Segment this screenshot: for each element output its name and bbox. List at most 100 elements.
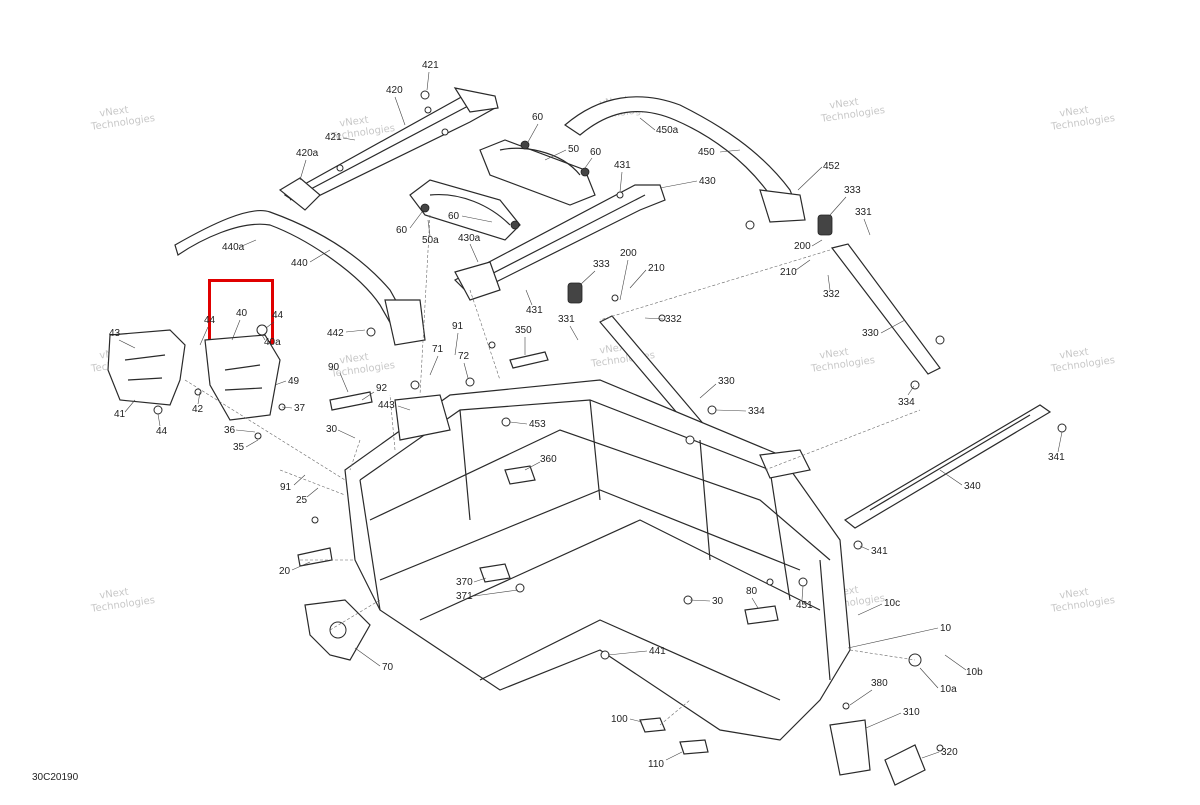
svg-text:91: 91 bbox=[280, 482, 292, 493]
svg-text:442: 442 bbox=[327, 328, 344, 339]
svg-text:36: 36 bbox=[224, 425, 236, 436]
svg-text:vNext: vNext bbox=[99, 105, 130, 120]
callout-332: 332 bbox=[644, 314, 682, 325]
callout-110: 110 bbox=[648, 751, 683, 770]
part-80-plate bbox=[744, 605, 779, 625]
callout-210: 210 bbox=[629, 263, 665, 289]
callout-43: 43 bbox=[109, 328, 136, 349]
callout-36: 36 bbox=[224, 425, 256, 436]
callout-60: 60 bbox=[396, 211, 423, 236]
hardware-fasteners bbox=[153, 90, 1067, 752]
svg-text:341: 341 bbox=[871, 546, 888, 557]
svg-text:450: 450 bbox=[698, 147, 715, 158]
callout-331: 331 bbox=[558, 314, 579, 341]
part-40-bracket bbox=[204, 334, 281, 421]
svg-text:10c: 10c bbox=[884, 598, 900, 609]
svg-text:40: 40 bbox=[236, 308, 248, 319]
svg-text:332: 332 bbox=[823, 289, 840, 300]
svg-text:43: 43 bbox=[109, 328, 121, 339]
svg-text:90: 90 bbox=[328, 362, 340, 373]
part-360-plate bbox=[504, 465, 536, 485]
svg-text:vNext: vNext bbox=[819, 347, 850, 362]
reference-code: 30C20190 bbox=[32, 772, 79, 783]
svg-text:332: 332 bbox=[665, 314, 682, 325]
callout-10c: 10c bbox=[857, 598, 900, 616]
callout-44: 44 bbox=[265, 310, 284, 329]
callout-50: 50 bbox=[544, 144, 580, 161]
callout-371: 371 bbox=[456, 589, 519, 602]
main-frame bbox=[344, 379, 851, 741]
svg-text:72: 72 bbox=[458, 351, 470, 362]
callout-20: 20 bbox=[279, 561, 311, 577]
callout-430a: 430a bbox=[458, 233, 481, 263]
svg-text:30: 30 bbox=[712, 596, 724, 607]
svg-text:vNext: vNext bbox=[339, 352, 370, 367]
callout-333: 333 bbox=[579, 259, 610, 286]
svg-text:443: 443 bbox=[378, 400, 395, 411]
part-100-plate bbox=[639, 717, 666, 733]
callout-10b: 10b bbox=[944, 654, 983, 678]
svg-text:334: 334 bbox=[898, 397, 915, 408]
callout-440a: 440a bbox=[222, 239, 257, 253]
callout-442: 442 bbox=[327, 328, 366, 339]
callout-452: 452 bbox=[797, 161, 840, 191]
svg-text:330: 330 bbox=[862, 328, 879, 339]
svg-text:vNext: vNext bbox=[829, 97, 860, 112]
callout-60: 60 bbox=[448, 211, 493, 223]
svg-text:71: 71 bbox=[432, 344, 444, 355]
svg-text:350: 350 bbox=[515, 325, 532, 336]
callout-70: 70 bbox=[354, 647, 394, 673]
callouts: 421 420 421 420a 60 50 60 431 430 450a 4… bbox=[109, 60, 1065, 770]
callout-450a: 450a bbox=[639, 117, 679, 136]
callout-72: 72 bbox=[458, 351, 470, 379]
svg-text:60: 60 bbox=[448, 211, 460, 222]
part-320-bracket bbox=[884, 744, 926, 786]
svg-text:440: 440 bbox=[291, 258, 308, 269]
svg-text:vNext: vNext bbox=[1059, 587, 1090, 602]
svg-text:334: 334 bbox=[748, 406, 765, 417]
callout-333: 333 bbox=[829, 185, 861, 216]
part-70-bracket bbox=[304, 599, 371, 661]
svg-text:200: 200 bbox=[794, 241, 811, 252]
svg-text:20: 20 bbox=[279, 566, 291, 577]
callout-453: 453 bbox=[509, 419, 546, 430]
svg-text:vNext: vNext bbox=[1059, 105, 1090, 120]
svg-text:431: 431 bbox=[614, 160, 631, 171]
callout-91: 91 bbox=[452, 321, 464, 356]
svg-text:451: 451 bbox=[796, 600, 813, 611]
svg-text:430: 430 bbox=[699, 176, 716, 187]
svg-text:452: 452 bbox=[823, 161, 840, 172]
svg-text:340: 340 bbox=[964, 481, 981, 492]
svg-text:333: 333 bbox=[593, 259, 610, 270]
callout-92: 92 bbox=[361, 383, 388, 401]
part-110-plate bbox=[679, 739, 709, 755]
svg-text:380: 380 bbox=[871, 678, 888, 689]
callout-334: 334 bbox=[715, 406, 765, 417]
callout-350: 350 bbox=[515, 325, 532, 355]
svg-text:330: 330 bbox=[718, 376, 735, 387]
svg-text:210: 210 bbox=[780, 267, 797, 278]
callout-380: 380 bbox=[849, 678, 888, 706]
svg-text:440a: 440a bbox=[222, 242, 245, 253]
callout-440: 440 bbox=[291, 249, 331, 269]
svg-text:vNext: vNext bbox=[339, 115, 370, 130]
svg-text:60: 60 bbox=[532, 112, 544, 123]
callout-370: 370 bbox=[456, 577, 487, 588]
svg-text:431: 431 bbox=[526, 305, 543, 316]
svg-text:370: 370 bbox=[456, 577, 473, 588]
part-50-crossbar bbox=[409, 139, 596, 241]
part-90-link bbox=[329, 391, 373, 411]
callout-420: 420 bbox=[386, 85, 406, 126]
svg-text:40a: 40a bbox=[264, 337, 281, 348]
svg-text:44: 44 bbox=[272, 310, 284, 321]
svg-text:41: 41 bbox=[114, 409, 126, 420]
callout-332: 332 bbox=[823, 274, 840, 300]
svg-text:35: 35 bbox=[233, 442, 245, 453]
svg-text:360: 360 bbox=[540, 454, 557, 465]
part-370-plate bbox=[479, 563, 511, 583]
